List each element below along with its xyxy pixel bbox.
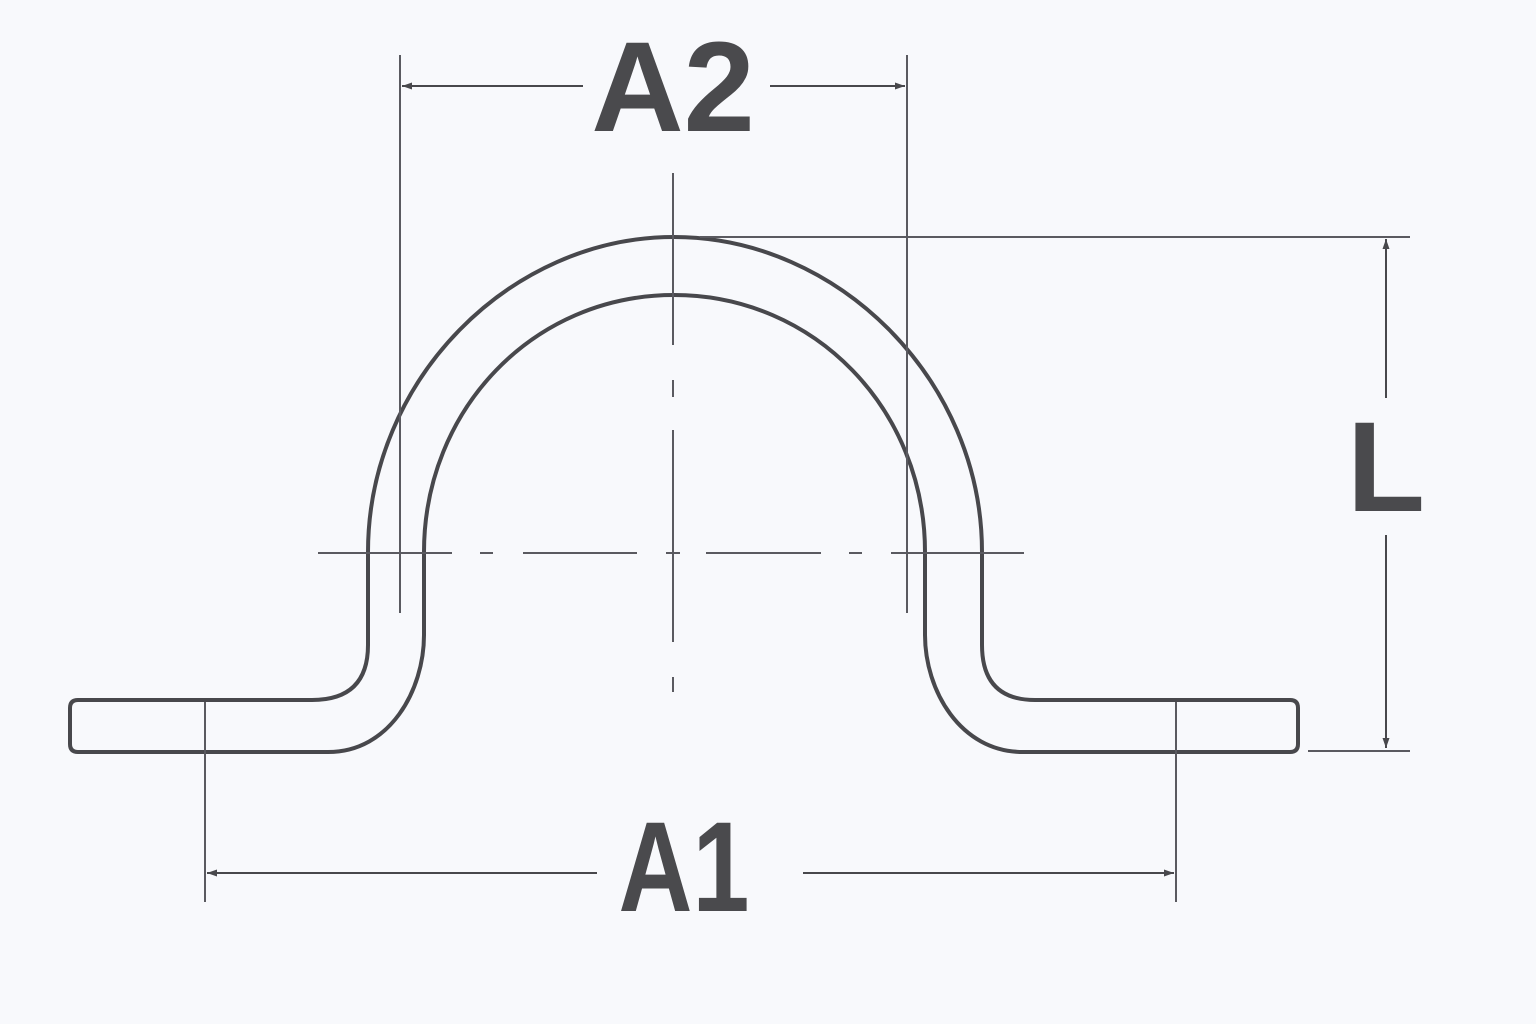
extension-lines [204,55,1410,902]
dimension-label-l: L [1347,396,1425,539]
center-lines [318,173,1024,692]
outer-contour [68,235,1300,754]
dimension-label-a1: A1 [619,795,750,939]
clamp-outline [68,235,1300,754]
dimension-label-a2: A2 [591,16,755,159]
